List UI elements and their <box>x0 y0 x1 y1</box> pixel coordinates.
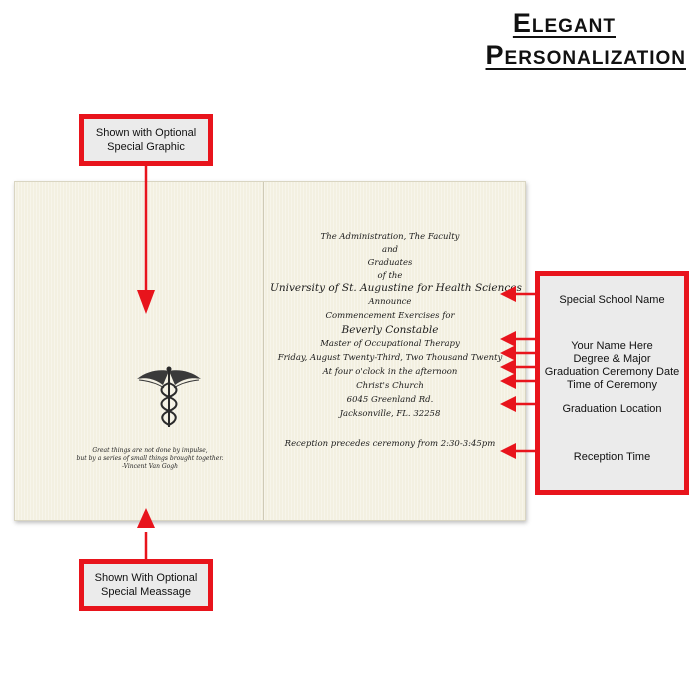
arrow-bottom-head <box>137 508 155 528</box>
quote-author: -Vincent Van Gogh <box>122 463 178 470</box>
callout-your-name: Your Name Here <box>571 340 653 352</box>
invite-address: 6045 Greenland Rd. <box>346 395 434 405</box>
quote-block: Great things are not done by impulse, bu… <box>55 447 245 471</box>
invite-graduate-name: Beverly Constable <box>341 324 439 336</box>
callout-top-line-2: Special Graphic <box>107 141 185 153</box>
arrow-date-head <box>500 359 516 375</box>
callout-special-message: Shown With Optional Special Meassage <box>79 559 213 611</box>
callout-degree: Degree & Major <box>573 353 651 365</box>
callout-bottom-line-2: Special Meassage <box>101 586 191 598</box>
arrow-name-head <box>500 331 516 347</box>
arrow-reception-head <box>500 443 516 459</box>
arrow-school-head <box>500 286 516 302</box>
invite-time: At four o'clock in the afternoon <box>322 367 458 377</box>
invite-line: Commencement Exercises for <box>325 311 455 321</box>
callout-ceremony-date: Graduation Ceremony Date <box>544 366 680 378</box>
caduceus-icon <box>137 366 201 427</box>
quote-line-1: Great things are not done by impulse, <box>92 447 208 454</box>
invite-school-name: University of St. Augustine for Health S… <box>270 282 522 294</box>
invitation-card: Great things are not done by impulse, bu… <box>14 181 526 521</box>
invite-reception: Reception precedes ceremony from 2:30-3:… <box>284 439 496 449</box>
callout-top-line-1: Shown with Optional <box>95 127 197 139</box>
title-line-1: Elegant <box>512 8 616 38</box>
callout-special-graphic: Shown with Optional Special Graphic <box>79 114 213 166</box>
invite-degree: Master of Occupational Therapy <box>320 339 460 349</box>
invite-location: Christ's Church <box>356 381 424 391</box>
quote-line-2: but by a series of small things brought … <box>76 455 224 462</box>
invite-line: Graduates <box>367 258 413 268</box>
callout-personalization-fields: Special School Name Your Name Here Degre… <box>535 271 689 495</box>
title-line-2: Personalization <box>485 40 686 70</box>
arrow-degree-head <box>500 345 516 361</box>
invite-city: Jacksonville, FL. 32258 <box>339 409 441 419</box>
arrow-location-head <box>500 396 516 412</box>
callout-school-name: Special School Name <box>559 294 665 306</box>
invite-line: Announce <box>368 297 412 307</box>
arrow-time-head <box>500 373 516 389</box>
invite-line: The Administration, The Faculty <box>320 232 460 242</box>
arrow-top-head <box>137 290 155 314</box>
callout-ceremony-time: Time of Ceremony <box>566 379 658 391</box>
card-fold <box>263 182 264 520</box>
invite-line: of the <box>377 271 403 281</box>
invite-line: and <box>382 245 398 255</box>
invite-date: Friday, August Twenty-Third, Two Thousan… <box>277 353 503 363</box>
callout-location: Graduation Location <box>562 403 662 415</box>
callout-reception-time: Reception Time <box>573 451 651 463</box>
callout-bottom-line-1: Shown With Optional <box>94 572 198 584</box>
